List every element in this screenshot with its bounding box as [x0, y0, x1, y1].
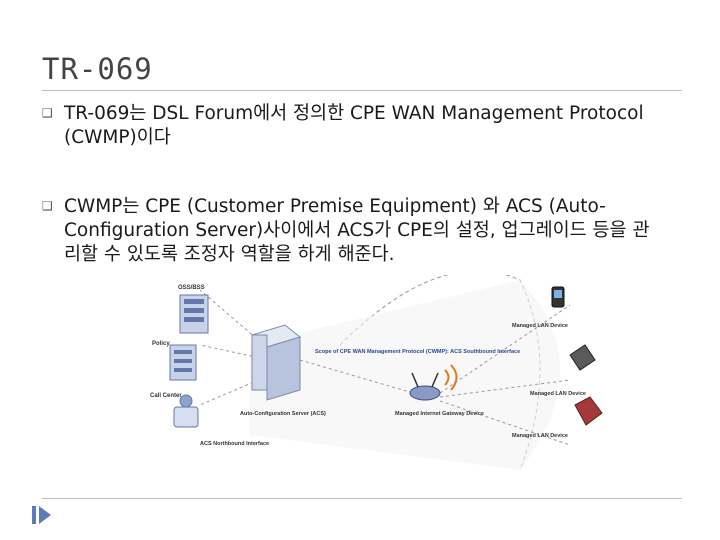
- dashed-link: [439, 379, 571, 398]
- call-center-icon: [173, 394, 199, 428]
- lan-device-red-icon: [574, 396, 603, 426]
- dashed-link: [439, 304, 571, 394]
- cwmp-scope-label: Scope of CPE WAN Management Protocol (CW…: [315, 349, 520, 355]
- bullet-item-1: ❑ TR-069는 DSL Forum에서 정의한 CPE WAN Manage…: [42, 102, 664, 150]
- acs-label: Auto-Configuration Server (ACS): [240, 411, 326, 417]
- slide-title: TR-069: [42, 52, 153, 86]
- server-stack-icon: [179, 294, 209, 334]
- scope-shade: [250, 280, 560, 470]
- bullet-item-2: ❑ CWMP는 CPE (Customer Premise Equipment)…: [42, 195, 664, 267]
- gateway-router-icon: [409, 372, 441, 401]
- acs-server-icon: [250, 324, 302, 401]
- wifi-signal-icon: [444, 364, 458, 391]
- wingdings-bullet-icon: ❑: [42, 106, 53, 120]
- oss-bss-label: OSS/BSS: [178, 285, 205, 291]
- policy-server-icon: [169, 344, 197, 381]
- bullet-text-1: TR-069는 DSL Forum에서 정의한 CPE WAN Manageme…: [64, 103, 644, 148]
- acs-northbound-label: ACS Northbound Interface: [200, 441, 269, 447]
- gateway-label: Managed Internet Gateway Device: [395, 411, 484, 417]
- bullet-text-2: CWMP는 CPE (Customer Premise Equipment) 와…: [64, 196, 650, 265]
- dashed-link: [439, 400, 571, 446]
- slide-nav-arrow-icon[interactable]: [32, 506, 51, 524]
- nav-arrow: [39, 506, 51, 524]
- policy-label: Policy: [152, 341, 170, 347]
- lan-device-icon: [569, 344, 596, 371]
- wingdings-bullet-icon: ❑: [42, 199, 53, 213]
- nav-bar: [32, 506, 36, 524]
- lan-device-label-3: Managed LAN Device: [512, 433, 568, 439]
- bottom-divider: [42, 498, 682, 499]
- title-divider: [42, 90, 682, 91]
- lan-device-label-1: Managed LAN Device: [512, 323, 568, 329]
- lan-device-label-2: Managed LAN Device: [530, 391, 586, 397]
- call-center-label: Call Center: [150, 393, 182, 399]
- cwmp-architecture-diagram: OSS/BSS Policy Call Center Auto-Configur…: [150, 275, 603, 470]
- phone-device-icon: [551, 286, 565, 308]
- dashed-link: [299, 359, 421, 396]
